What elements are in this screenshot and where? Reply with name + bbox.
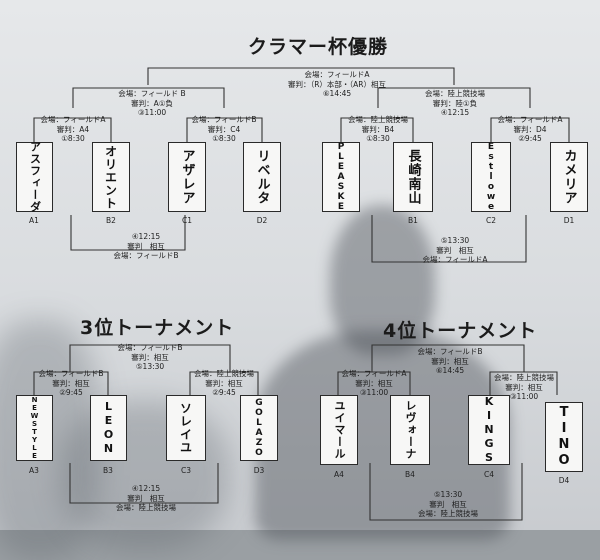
team-name: PLEASKE bbox=[336, 142, 346, 212]
team-seed: D1 bbox=[563, 216, 575, 225]
team-card-c1: アザレア bbox=[168, 142, 206, 212]
team-card-a2: PLEASKE bbox=[322, 142, 360, 212]
team-name: ソレイユ bbox=[178, 402, 193, 454]
team-seed: C4 bbox=[483, 470, 495, 479]
team-seed: C2 bbox=[485, 216, 497, 225]
team-name: GOLAZO bbox=[254, 398, 264, 458]
team-name: カメリア bbox=[561, 149, 577, 205]
team-name: LEON bbox=[102, 400, 115, 456]
team-seed: B4 bbox=[405, 470, 415, 479]
team-seed: D2 bbox=[256, 216, 268, 225]
team-name: アスフィーダ bbox=[28, 141, 42, 213]
team-seed: C3 bbox=[180, 466, 192, 475]
team-seed: C1 bbox=[181, 216, 193, 225]
team-seed: B2 bbox=[106, 216, 116, 225]
team-seed: D4 bbox=[558, 476, 570, 485]
team-card-c3: ソレイユ bbox=[166, 395, 206, 461]
fourth-place-title: 4位トーナメント bbox=[383, 320, 538, 342]
team-seed: B1 bbox=[408, 216, 418, 225]
team-card-a3: NEWSTYLE bbox=[16, 395, 53, 461]
main-tournament-title: クラマー杯優勝 bbox=[248, 36, 389, 58]
third-place-title: 3位トーナメント bbox=[80, 317, 235, 339]
team-seed: A3 bbox=[29, 466, 39, 475]
team-seed: B3 bbox=[103, 466, 113, 475]
team-card-a1: アスフィーダ bbox=[16, 141, 53, 213]
team-name: Estlowe bbox=[486, 142, 496, 212]
team-seed: D3 bbox=[253, 466, 265, 475]
team-card-b3: LEON bbox=[90, 395, 127, 461]
team-card-d4: TINO bbox=[545, 402, 583, 472]
team-name: オリエント bbox=[103, 144, 118, 210]
team-card-c4: KINGS bbox=[468, 395, 510, 465]
team-name: 長崎南山 bbox=[405, 149, 421, 205]
team-name: リベルタ bbox=[254, 149, 270, 205]
team-name: KINGS bbox=[482, 395, 496, 465]
team-name: アザレア bbox=[179, 149, 195, 205]
team-card-b2: オリエント bbox=[92, 142, 130, 212]
team-card-a4: ユイマール bbox=[320, 395, 358, 465]
team-card-b1: 長崎南山 bbox=[393, 142, 433, 212]
team-seed: A4 bbox=[334, 470, 344, 479]
team-card-d3: GOLAZO bbox=[240, 395, 278, 461]
team-name: TINO bbox=[556, 405, 572, 469]
team-name: NEWSTYLE bbox=[30, 396, 39, 460]
team-card-d2: リベルタ bbox=[243, 142, 281, 212]
team-card-b4: レヴォーナ bbox=[390, 395, 430, 465]
team-card-c2: Estlowe bbox=[471, 142, 511, 212]
team-card-d1: カメリア bbox=[550, 142, 588, 212]
bracket-lines bbox=[33, 67, 570, 521]
team-seed: A1 bbox=[29, 216, 39, 225]
team-name: レヴォーナ bbox=[404, 400, 417, 460]
team-name: ユイマール bbox=[333, 400, 346, 460]
